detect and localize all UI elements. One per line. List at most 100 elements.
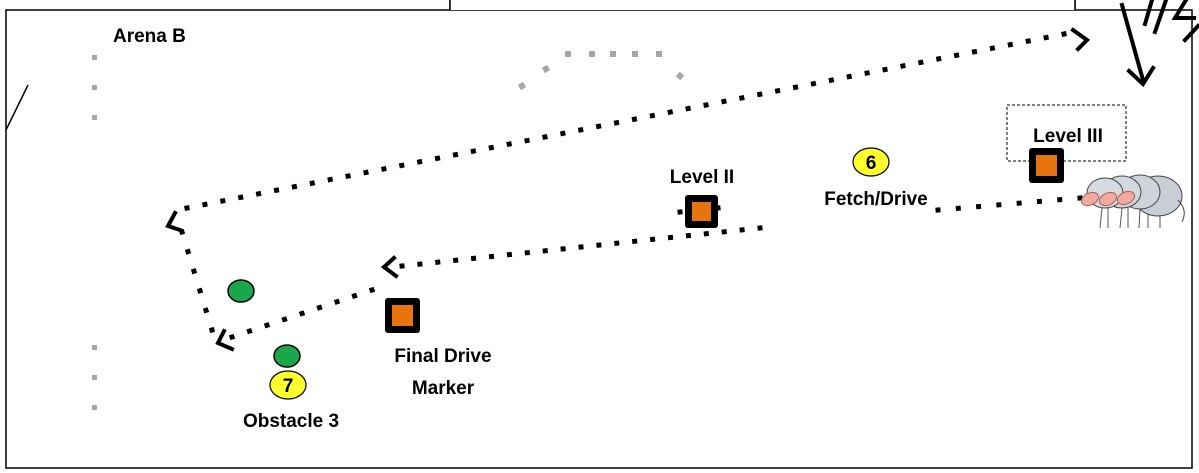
path-dot (989, 45, 996, 52)
path-dot (774, 87, 781, 94)
arena-border (5, 0, 1193, 469)
path-dot (470, 148, 477, 155)
path-dot (975, 203, 982, 210)
obstacle-three-label: Obstacle 3 (243, 411, 339, 432)
station-number-7: 7 (283, 376, 294, 397)
station-number-6: 6 (866, 153, 877, 174)
path-dot (452, 151, 459, 158)
path-dot (309, 180, 316, 187)
path-dot (542, 248, 548, 254)
path-dot (955, 205, 961, 211)
path-dot (184, 248, 192, 255)
obstacle-cone (227, 279, 255, 303)
path-dot (721, 229, 727, 235)
path-dot (470, 255, 477, 262)
exhibit-arrows-icon (1119, 0, 1199, 88)
path-dot (1007, 41, 1014, 48)
path-dot (237, 194, 244, 201)
path-dot (380, 166, 387, 172)
path-dot (452, 257, 459, 264)
path-dot (846, 73, 853, 80)
path-dot (595, 123, 602, 130)
path-dot (596, 242, 602, 248)
path-dot (255, 190, 262, 197)
path-dot (667, 234, 674, 241)
fetch-drive-label: Fetch/Drive (824, 189, 927, 210)
path-dot (417, 261, 423, 267)
path-dot (899, 63, 906, 69)
path-dot (1061, 31, 1067, 37)
arena-name: Arena B (113, 26, 186, 47)
path-dot (953, 52, 960, 59)
path-dot (828, 77, 835, 84)
path-dot (345, 173, 352, 179)
course-path (178, 31, 1083, 341)
path-dot (298, 310, 306, 317)
path-dot (524, 249, 531, 256)
path-dot (739, 227, 745, 233)
sheep-flock-icon (1080, 174, 1185, 229)
obstacle-cones (227, 279, 301, 368)
path-dot (506, 251, 513, 258)
path-dot (201, 201, 208, 208)
path-dot (273, 187, 280, 194)
path-dot (882, 66, 888, 73)
path-dot (757, 225, 763, 231)
path-dot (434, 155, 441, 162)
path-dot (416, 158, 423, 165)
path-dot (208, 326, 216, 334)
path-dot (1016, 200, 1022, 206)
path-dot (917, 59, 924, 66)
path-dot (327, 176, 334, 183)
path-dot (971, 48, 978, 55)
final-drive-label-line2: Marker (412, 378, 475, 399)
path-dot (649, 236, 656, 243)
path-dot (685, 105, 692, 112)
path-dot (631, 116, 638, 123)
obstacle-cone (273, 344, 301, 368)
path-dot (631, 238, 638, 245)
path-dot (399, 263, 405, 269)
path-dot (935, 207, 941, 213)
path-dot (792, 84, 799, 91)
path-dot (228, 333, 236, 341)
level-two-label: Level II (670, 167, 734, 188)
path-dot (703, 102, 709, 108)
path-dot (291, 183, 298, 190)
path-dot (614, 240, 620, 246)
path-dot (263, 322, 271, 329)
path-dot (864, 70, 871, 76)
path-dot (1036, 198, 1043, 205)
path-dot (190, 268, 198, 275)
path-dot (649, 112, 656, 119)
path-dot (363, 169, 369, 176)
path-dot (316, 304, 323, 311)
path-dot (613, 119, 620, 126)
path-dot (677, 209, 683, 215)
path-dot (398, 162, 405, 169)
level-three-marker (1029, 148, 1064, 183)
path-dot (559, 130, 566, 137)
path-dot (202, 307, 210, 314)
path-dot (721, 98, 727, 105)
final-drive-label-line1: Final Drive (394, 346, 491, 367)
path-dot (685, 232, 692, 239)
path-dot (703, 230, 710, 237)
path-dot (756, 91, 763, 98)
path-dot (281, 316, 288, 323)
path-dot (738, 94, 745, 101)
path-dot (667, 109, 674, 116)
path-dot (506, 141, 513, 148)
path-dot (577, 126, 584, 133)
path-dot (1043, 34, 1050, 41)
path-dot (1025, 38, 1032, 45)
path-dot (435, 259, 441, 265)
path-dot (488, 253, 495, 260)
level-two-marker (685, 195, 718, 228)
path-arrowhead-icon (165, 27, 1091, 352)
final-drive-marker (385, 298, 420, 333)
path-dot (246, 327, 253, 335)
path-dot (219, 197, 226, 204)
path-dot (196, 287, 204, 294)
